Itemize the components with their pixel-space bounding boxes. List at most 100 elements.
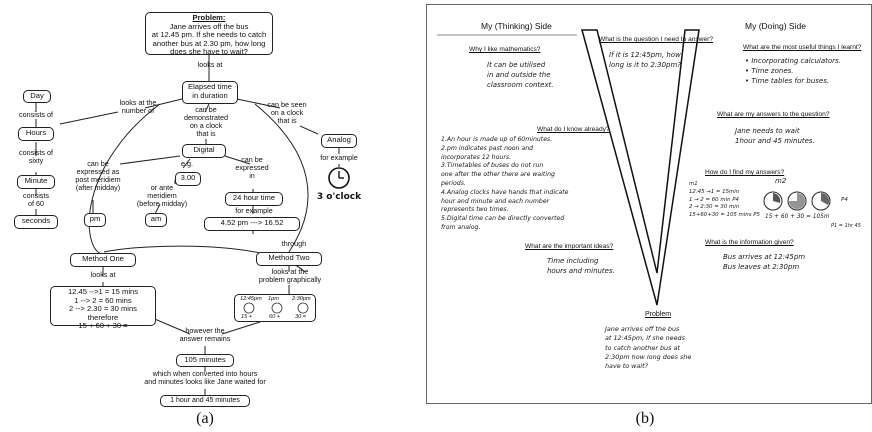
link-looks-at-m1: looks at bbox=[90, 270, 116, 279]
know-question: What do I know already? bbox=[537, 126, 610, 133]
center-answer: If it is 12:45pm, how long is it to 2:30… bbox=[609, 51, 682, 69]
24-hour-time-label: 24 hour time bbox=[232, 193, 276, 202]
clock-sum-3: 30 = bbox=[295, 314, 307, 320]
answer-label: 105 minutes bbox=[184, 355, 226, 364]
ideas-answer: Time including hours and minutes. bbox=[547, 257, 615, 275]
pm-label: pm bbox=[89, 214, 101, 223]
m2-extra-label: P4 bbox=[841, 197, 848, 203]
method-two-label: Method Two bbox=[268, 253, 310, 262]
v-shape bbox=[437, 29, 700, 306]
clock-sum-2: 60 + bbox=[269, 314, 281, 320]
digital-label: Digital bbox=[193, 145, 215, 154]
how-answer: m1 12:45 →1 = 15min 1 → 2 = 60 min P4 2 … bbox=[689, 181, 760, 219]
final-answer-node: 1 hour and 45 minutes bbox=[160, 395, 250, 407]
three-label: 3.00 bbox=[180, 173, 196, 182]
analog-node: Analog bbox=[321, 134, 357, 148]
useful-question: What are the most useful things I learnt… bbox=[743, 44, 862, 51]
hours-node: Hours bbox=[18, 127, 54, 141]
calc-line: 12.45 -->1 = 15 mins bbox=[67, 287, 139, 296]
elapsed-time-node: Elapsed time in duration bbox=[182, 81, 238, 104]
link-consists-of-60: consists of 60 bbox=[23, 191, 49, 209]
day-label: Day bbox=[30, 91, 44, 100]
calc-line: 1 --> 2 = 60 mins bbox=[74, 295, 132, 305]
panel-a-label: (a) bbox=[196, 410, 214, 427]
problem-node: Problem: Jane arrives off the bus at 12.… bbox=[145, 12, 273, 56]
calc-line: 15 + 60 + 30 = bbox=[78, 321, 128, 330]
link-looks-at-number: looks at the number of bbox=[119, 98, 157, 116]
graphic-clocks-node: 12:45pm 1pm 2:30pm 15 + 60 + 30 = bbox=[234, 294, 316, 322]
link-looks-graphically: looks at the problem graphically bbox=[258, 267, 322, 285]
answer-node: 105 minutes bbox=[176, 354, 234, 367]
method-two-node: Method Two bbox=[256, 252, 322, 266]
method-one-node: Method One bbox=[70, 253, 136, 267]
link-eg: e.g. bbox=[181, 159, 193, 168]
calc-line: 2 --> 2.30 = 30 mins bbox=[69, 304, 137, 313]
link-expressed-post-meridiem: can be expressed as post meridiem (after… bbox=[75, 159, 121, 193]
final-answer-label: 1 hour and 45 minutes bbox=[170, 397, 240, 404]
problem-line: Jane arrives off the bus bbox=[169, 21, 249, 31]
problem-line: at 12.45 pm. If she needs to catch bbox=[151, 30, 267, 39]
concept-map-panel: Problem: Jane arrives off the bus at 12.… bbox=[0, 4, 418, 407]
m2-extra-label-2: P1 = 1hr 45 bbox=[831, 223, 861, 229]
calc-line: therefore bbox=[87, 312, 119, 322]
clock-time-3: 2:30pm bbox=[292, 296, 311, 302]
method-one-label: Method One bbox=[82, 254, 124, 263]
link-can-be-seen: can be seen on a clock that is bbox=[267, 100, 307, 126]
link-through: through bbox=[281, 239, 307, 248]
link-consists-of: consists of bbox=[19, 110, 53, 119]
time-range-node: 4.52 pm ---> 16.52 bbox=[204, 217, 300, 231]
link-however: however the answer remains bbox=[179, 326, 231, 344]
link-can-be-expressed-in: can be expressed in bbox=[235, 155, 269, 181]
right-heading: My (Doing) Side bbox=[745, 21, 806, 31]
three-node: 3.00 bbox=[175, 172, 201, 186]
three-oclock-label: 3 o'clock bbox=[316, 192, 362, 202]
mini-clocks-icon bbox=[243, 302, 309, 314]
pm-node: pm bbox=[84, 213, 106, 227]
useful-answer: • Incorporating calculators. • Time zone… bbox=[745, 57, 841, 85]
problem-title: Problem: bbox=[192, 13, 226, 22]
clock-time-1: 12:45pm bbox=[240, 296, 262, 302]
problem-line: does she have to wait? bbox=[170, 47, 248, 56]
m2-label: m2 bbox=[775, 177, 787, 185]
elapsed-line: Elapsed time bbox=[188, 82, 232, 91]
link-which-when: which when converted into hours and minu… bbox=[144, 369, 266, 387]
hours-label: Hours bbox=[25, 128, 47, 137]
digital-node: Digital bbox=[182, 144, 226, 158]
v-diagram-panel: My (Thinking) Side My (Doing) Side What … bbox=[426, 4, 872, 404]
link-can-be-demonstrated: can be demonstrated on a clock that is bbox=[184, 105, 228, 139]
day-node: Day bbox=[23, 90, 51, 103]
center-question: What is the question I need to answer? bbox=[599, 36, 713, 43]
info-answer: Bus arrives at 12:45pm Bus leaves at 2:3… bbox=[723, 253, 806, 271]
am-node: am bbox=[145, 213, 167, 227]
seconds-node: seconds bbox=[14, 215, 58, 229]
elapsed-line: in duration bbox=[192, 90, 228, 100]
link-for-example: for example bbox=[235, 206, 273, 215]
minute-node: Minute bbox=[17, 175, 55, 189]
problem-label: Problem bbox=[645, 311, 672, 318]
answers-question: What are my answers to the question? bbox=[717, 111, 830, 118]
info-question: What is the information given? bbox=[705, 239, 794, 246]
answers-answer: Jane needs to wait 1hour and 45 minutes. bbox=[735, 127, 815, 145]
link-consists-of-sixty: consists of sixty bbox=[19, 148, 53, 166]
calculation-node: 12.45 -->1 = 15 mins 1 --> 2 = 60 mins 2… bbox=[50, 286, 156, 330]
link-or-ante-meridiem: or ante meridiem (before midday) bbox=[136, 183, 188, 209]
why-like-question: Why I like mathematics? bbox=[469, 46, 541, 53]
panel-b-label: (b) bbox=[635, 410, 655, 427]
24-hour-time-node: 24 hour time bbox=[225, 192, 283, 206]
seconds-label: seconds bbox=[21, 216, 51, 225]
why-like-answer: It can be utilised in and outside the cl… bbox=[487, 61, 554, 89]
analog-label: Analog bbox=[327, 135, 351, 144]
link-looks-at: looks at bbox=[197, 60, 223, 69]
am-label: am bbox=[150, 214, 162, 223]
clock-time-2: 1pm bbox=[268, 296, 279, 302]
hand-drawn-clocks-icon bbox=[763, 191, 831, 211]
m2-sum: 15 + 60 + 30 = 105m bbox=[765, 214, 830, 220]
ideas-question: What are the important ideas? bbox=[525, 243, 614, 250]
time-range-label: 4.52 pm ---> 16.52 bbox=[220, 218, 284, 227]
link-for-example-2: for example bbox=[320, 153, 358, 162]
know-answer: 1.An hour is made up of 60minutes. 2.pm … bbox=[441, 136, 569, 231]
clock-sum-1: 15 + bbox=[241, 314, 253, 320]
problem-line: another bus at 2.30 pm, how long bbox=[152, 38, 266, 48]
analog-clock-icon bbox=[328, 167, 350, 189]
left-heading: My (Thinking) Side bbox=[481, 21, 552, 31]
